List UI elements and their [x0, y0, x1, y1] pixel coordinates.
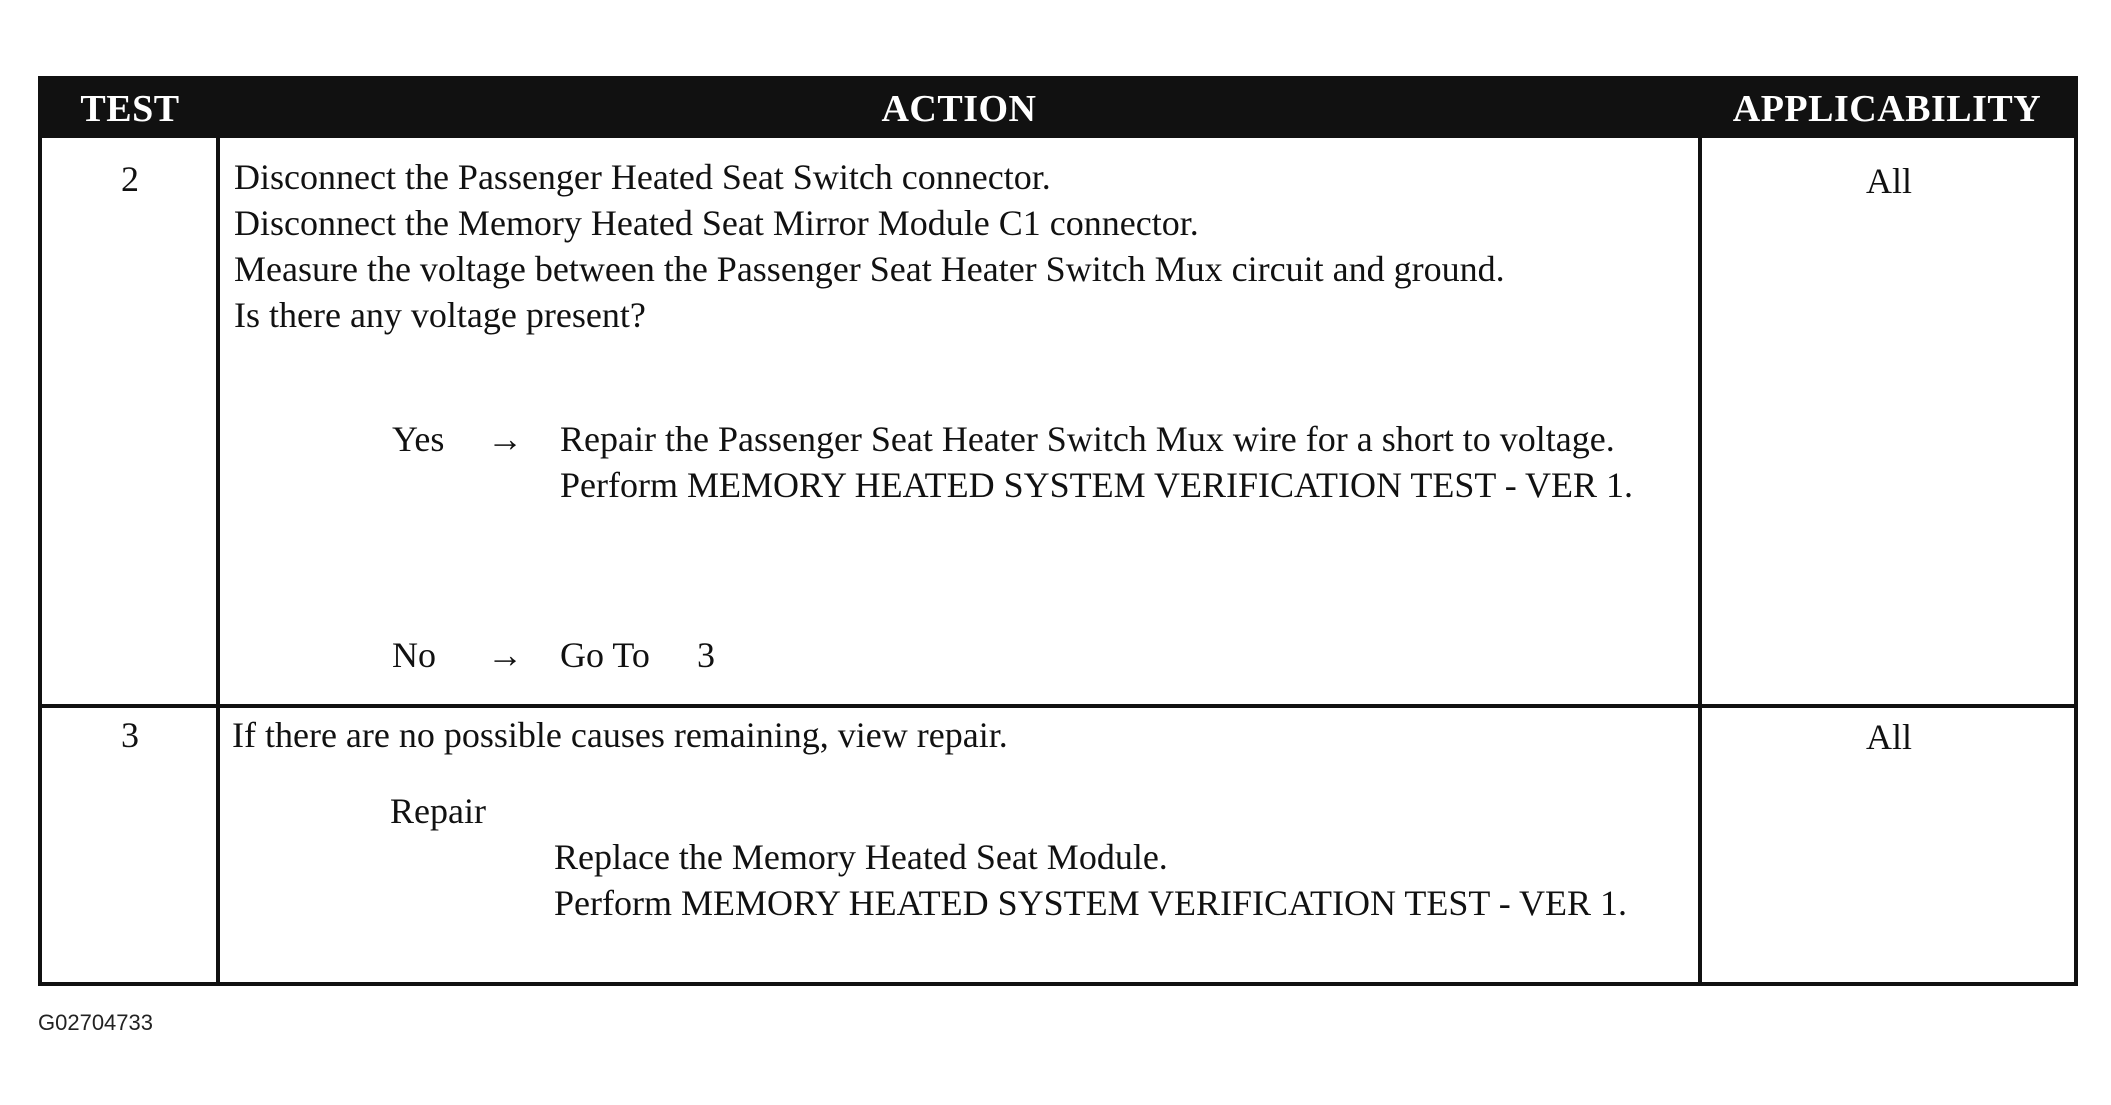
action-steps: If there are no possible causes remainin… [232, 712, 1682, 758]
figure-id: G02704733 [38, 1010, 153, 1035]
repair-label: Repair [390, 791, 486, 831]
arrow-icon: → [487, 419, 523, 459]
no-label: No [392, 635, 436, 675]
action-line: Is there any voltage present? [234, 295, 646, 335]
applicability-value: All [1865, 161, 1912, 201]
go-to-text: Go To [560, 635, 650, 675]
column-divider [1698, 138, 1702, 982]
test-number: 2 [121, 159, 139, 199]
no-branch: No → Go To 3 [392, 632, 1692, 682]
test-table: TEST ACTION APPLICABILITY 2 Disconnect t… [38, 76, 2078, 986]
header-applicability: APPLICABILITY [1732, 88, 2042, 130]
yes-branch: Yes → Repair the Passenger Seat Heater S… [392, 416, 1692, 616]
row-divider [42, 704, 2074, 708]
repair-steps: Replace the Memory Heated Seat Module. P… [554, 834, 1684, 926]
table-header: TEST ACTION APPLICABILITY [42, 80, 2074, 138]
go-to-target[interactable]: 3 [697, 635, 715, 675]
yes-line: Perform MEMORY HEATED SYSTEM VERIFICATIO… [560, 465, 1634, 505]
header-test: TEST [80, 88, 180, 130]
yes-outcome: Repair the Passenger Seat Heater Switch … [560, 416, 1682, 508]
repair-line: Perform MEMORY HEATED SYSTEM VERIFICATIO… [554, 883, 1628, 923]
action-line: Disconnect the Memory Heated Seat Mirror… [234, 203, 1199, 243]
arrow-icon: → [487, 635, 523, 675]
repair-line: Replace the Memory Heated Seat Module. [554, 837, 1168, 877]
yes-label: Yes [392, 419, 445, 459]
action-line: If there are no possible causes remainin… [232, 715, 1008, 755]
action-steps: Disconnect the Passenger Heated Seat Swi… [234, 154, 1684, 338]
column-divider [216, 138, 220, 982]
action-line: Measure the voltage between the Passenge… [234, 249, 1505, 289]
header-action: ACTION [881, 88, 1037, 130]
applicability-value: All [1865, 717, 1912, 757]
action-line: Disconnect the Passenger Heated Seat Swi… [234, 157, 1051, 197]
test-number: 3 [121, 715, 139, 755]
yes-line: Repair the Passenger Seat Heater Switch … [560, 419, 1615, 459]
